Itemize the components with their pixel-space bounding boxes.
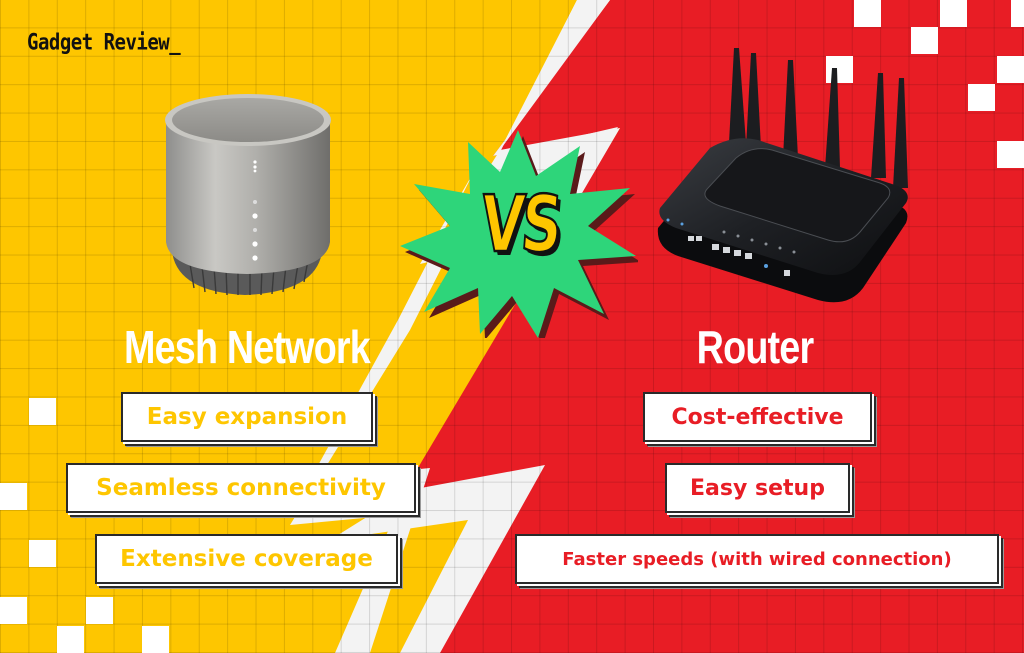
- router-icon: [657, 48, 908, 303]
- router-title: Router: [696, 321, 814, 373]
- feature-tag-easy-setup: Easy setup: [665, 463, 850, 513]
- feature-tag-cost-effective: Cost-effective: [643, 392, 872, 442]
- mesh-network-title: Mesh Network: [124, 321, 371, 373]
- gadget-review-logo: Gadget Review_: [27, 30, 181, 56]
- feature-tag-seamless-connectivity: Seamless connectivity: [66, 463, 416, 513]
- feature-tag-faster-speeds: Faster speeds (with wired connection): [515, 534, 999, 584]
- feature-tag-easy-expansion: Easy expansion: [121, 392, 373, 442]
- starburst-shape: [400, 130, 638, 338]
- mesh-node-icon: [165, 94, 331, 296]
- vs-label: VS: [476, 179, 563, 271]
- feature-tag-extensive-coverage: Extensive coverage: [95, 534, 398, 584]
